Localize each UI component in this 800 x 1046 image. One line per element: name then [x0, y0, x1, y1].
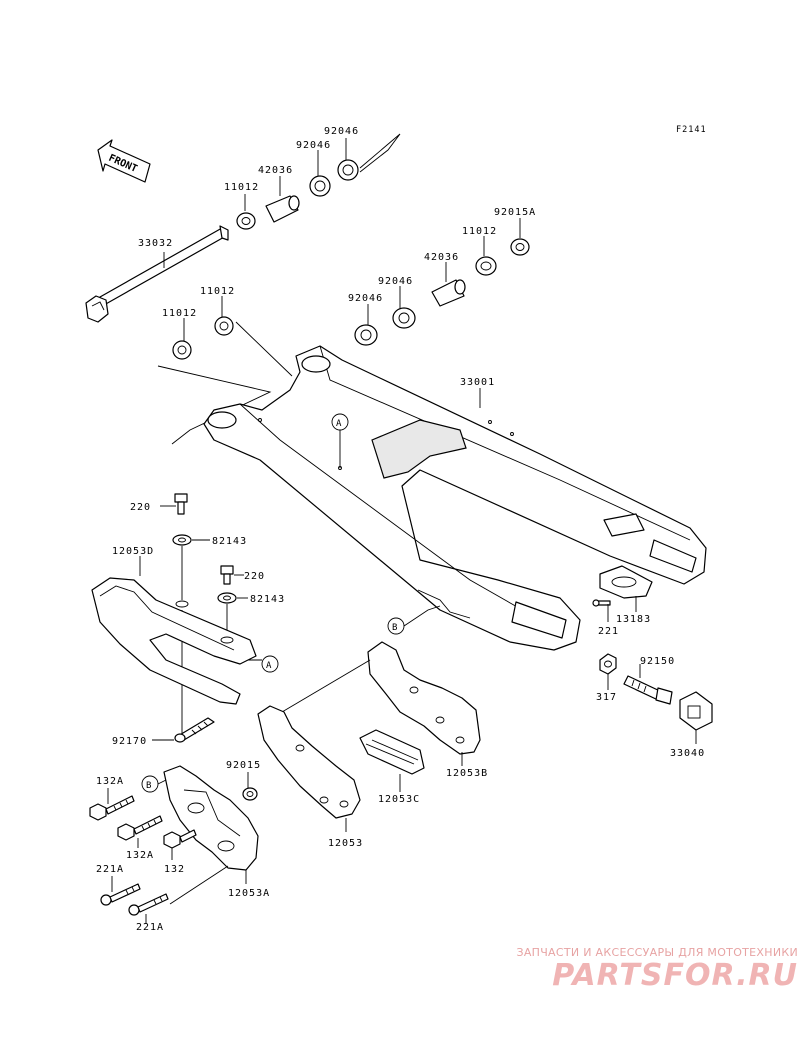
label-92015A: 92015A — [494, 207, 536, 218]
bearing-right-2 — [354, 324, 378, 346]
label-132A-b: 132A — [126, 850, 154, 861]
chain-guide-12053B — [367, 641, 481, 755]
label-33040: 33040 — [670, 748, 705, 759]
adjuster-block-33040 — [679, 691, 713, 731]
screw-221 — [592, 599, 611, 607]
oil-seal-right — [475, 256, 497, 276]
front-arrow-icon: FRONT — [97, 139, 151, 183]
label-221A-a: 221A — [96, 864, 124, 875]
label-132: 132 — [164, 864, 185, 875]
svg-text:A: A — [266, 661, 272, 671]
svg-text:A: A — [336, 419, 342, 429]
label-92170: 92170 — [112, 736, 147, 747]
bearing-right-1 — [392, 307, 416, 329]
label-12053A: 12053A — [228, 888, 270, 899]
label-92015: 92015 — [226, 760, 261, 771]
oil-seal-top — [236, 212, 256, 230]
label-33032: 33032 — [138, 238, 173, 249]
pivot-shaft — [85, 225, 229, 323]
plate-13183 — [599, 565, 653, 599]
oil-seal-left-2 — [172, 340, 192, 360]
label-11012-right: 11012 — [462, 226, 497, 237]
label-220-b: 220 — [244, 571, 265, 582]
label-82143-b: 82143 — [250, 594, 285, 605]
watermark-logo: PARTSFOR.RU — [552, 958, 798, 993]
bolt-132 — [163, 829, 197, 849]
label-92046-top: 92046 — [324, 126, 359, 137]
bolt-221A-b — [128, 893, 169, 916]
swingarm — [203, 345, 707, 651]
ref-marker-b: B — [387, 605, 441, 635]
bolt-220-a — [174, 493, 188, 515]
label-11012-l1: 11012 — [200, 286, 235, 297]
adjuster-bolt-92150 — [623, 675, 673, 705]
nut-317 — [599, 653, 617, 675]
label-92046-mid: 92046 — [296, 140, 331, 151]
watermark-tagline: ЗАПЧАСТИ И АКСЕССУАРЫ ДЛЯ МОТОТЕХНИКИ — [516, 946, 798, 959]
bolt-132A-b — [117, 815, 163, 841]
label-42036-right: 42036 — [424, 252, 459, 263]
oil-seal-left-1 — [214, 316, 234, 336]
label-221: 221 — [598, 626, 619, 637]
ref-marker-b-2: B — [141, 775, 167, 793]
chain-guide-12053 — [257, 705, 361, 819]
washer-82143-b — [217, 592, 237, 604]
label-11012-top: 11012 — [224, 182, 259, 193]
label-221A-b: 221A — [136, 922, 164, 933]
svg-text:B: B — [392, 623, 397, 633]
collar-top — [265, 195, 300, 223]
label-220-a: 220 — [130, 502, 151, 513]
label-42036-top: 42036 — [258, 165, 293, 176]
bolt-220-b — [220, 565, 234, 585]
pin-92170 — [174, 717, 215, 743]
label-13183: 13183 — [616, 614, 651, 625]
label-33001: 33001 — [460, 377, 495, 388]
slider-12053C — [359, 729, 425, 775]
washer-82143-a — [172, 534, 192, 546]
label-92150: 92150 — [640, 656, 675, 667]
figure-id: F2141 — [676, 125, 707, 135]
ref-marker-a: A — [331, 413, 349, 468]
bolt-221A-a — [100, 883, 141, 906]
bearing-top-2 — [337, 159, 359, 181]
guard-plate-12053A — [163, 765, 259, 871]
bolt-132A-a — [89, 795, 135, 821]
label-92046-r1: 92046 — [378, 276, 413, 287]
label-12053: 12053 — [328, 838, 363, 849]
cap-92015 — [242, 787, 258, 801]
label-317: 317 — [596, 692, 617, 703]
label-11012-l2: 11012 — [162, 308, 197, 319]
chain-slipper — [91, 577, 257, 705]
collar-right — [431, 279, 466, 307]
label-12053C: 12053C — [378, 794, 420, 805]
dust-cap-right — [510, 238, 530, 256]
label-92046-r2: 92046 — [348, 293, 383, 304]
label-132A-a: 132A — [96, 776, 124, 787]
watermark: ЗАПЧАСТИ И АКСЕССУАРЫ ДЛЯ МОТОТЕХНИКИ PA… — [478, 946, 798, 993]
label-12053D: 12053D — [112, 546, 154, 557]
svg-text:B: B — [146, 781, 151, 791]
label-82143-a: 82143 — [212, 536, 247, 547]
ref-marker-a-2: A — [261, 655, 279, 673]
label-12053B: 12053B — [446, 768, 488, 779]
bearing-top-1 — [309, 175, 331, 197]
